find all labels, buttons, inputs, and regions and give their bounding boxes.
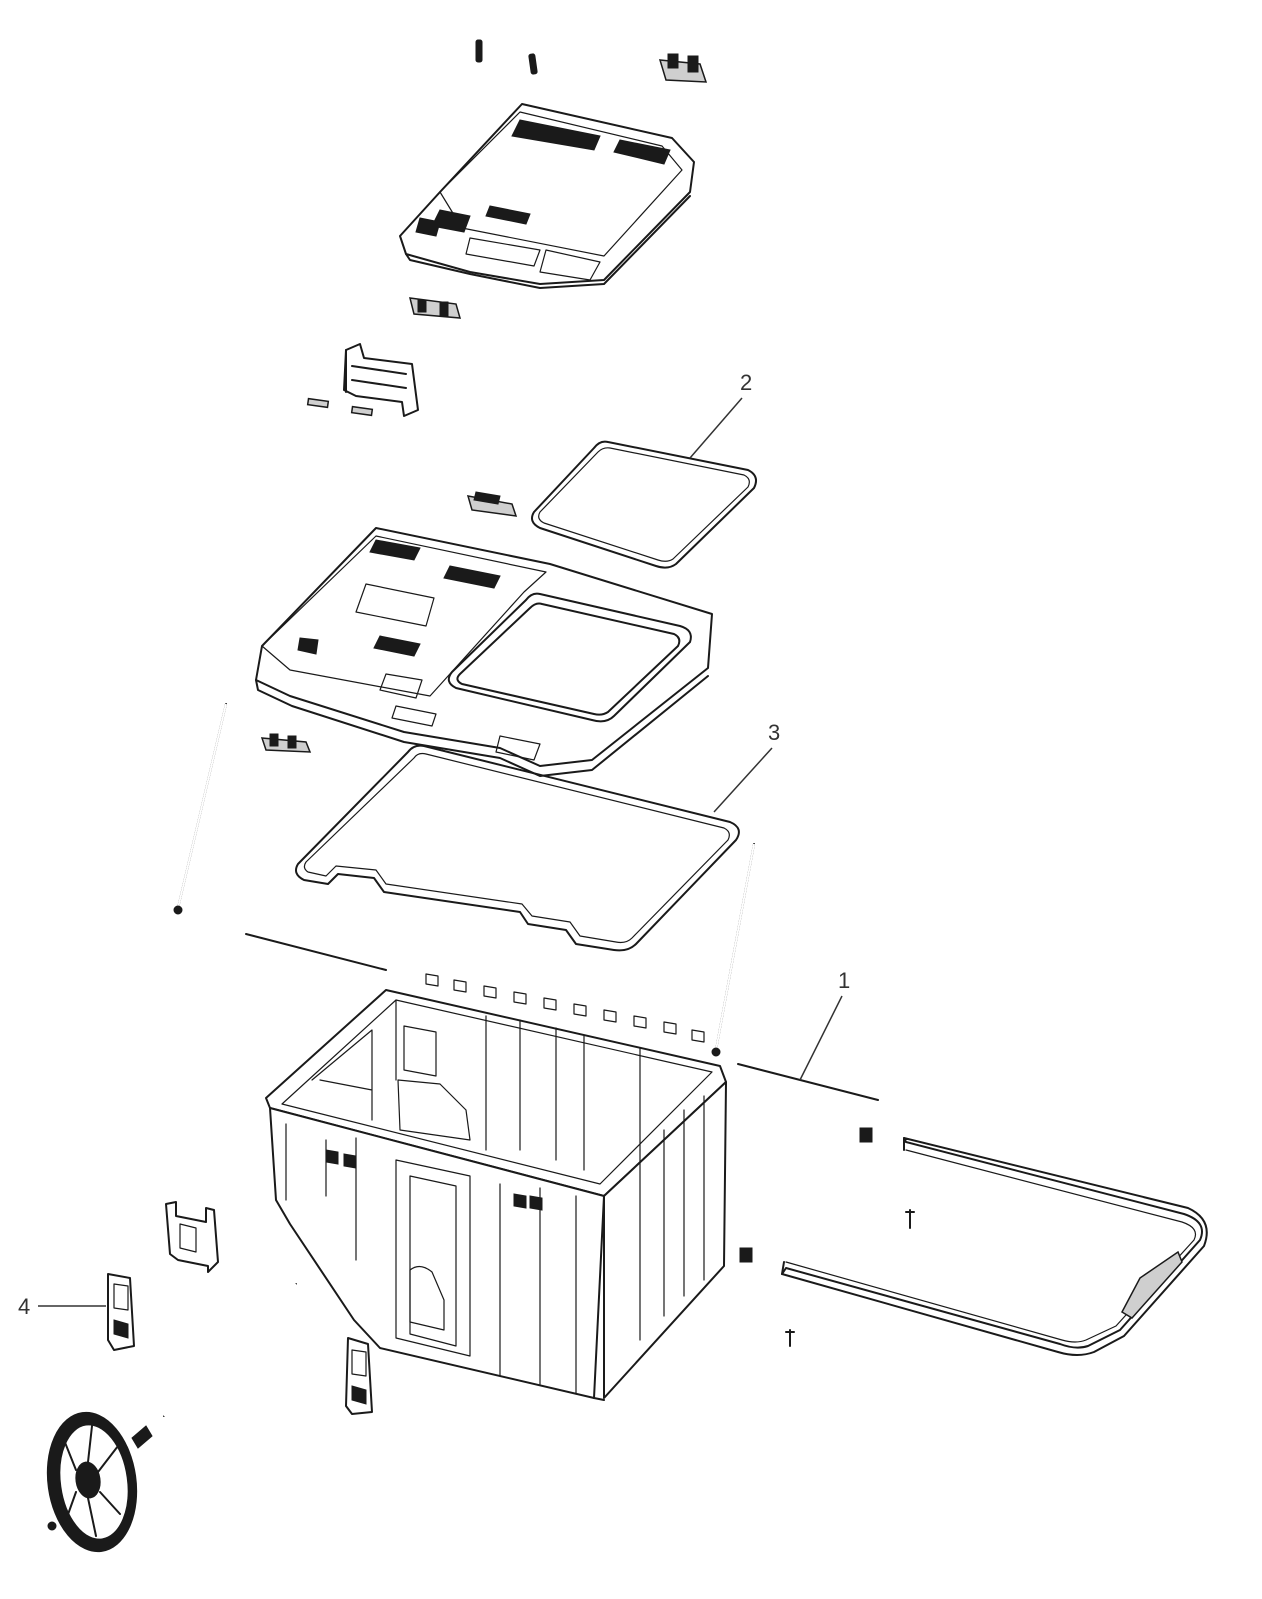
seal-gasket-2 — [531, 440, 757, 569]
small-latch-2 — [466, 491, 518, 517]
latch-part-4 — [107, 1273, 135, 1351]
top-pins — [475, 39, 538, 75]
small-latch-1 — [409, 297, 462, 319]
screw-1 — [905, 1209, 915, 1229]
callout-1-label: 1 — [838, 968, 850, 993]
callout-2-label: 2 — [740, 370, 752, 395]
wheel — [46, 1411, 138, 1553]
bottom-latch — [345, 1337, 373, 1415]
callout-4: 4 — [18, 1294, 106, 1319]
telescoping-handle — [781, 1137, 1208, 1356]
top-latch-part — [658, 53, 708, 83]
hinge-block — [306, 343, 419, 417]
screw-2 — [785, 1329, 795, 1347]
handle-bracket-top — [859, 1127, 873, 1143]
callout-2: 2 — [689, 370, 752, 459]
axle-spacer — [131, 1425, 153, 1449]
main-lid — [255, 527, 713, 777]
callout-4-label: 4 — [18, 1294, 30, 1319]
callout-1: 1 — [799, 968, 850, 1081]
upper-lid — [399, 103, 695, 289]
handle-bracket-bottom — [739, 1247, 753, 1263]
small-latch-3 — [260, 733, 312, 753]
axle — [162, 1282, 298, 1418]
callout-3: 3 — [713, 720, 780, 813]
left-rod — [173, 703, 227, 915]
long-pin-right — [737, 1063, 879, 1101]
seal-gasket-3 — [295, 744, 740, 952]
main-box — [265, 973, 727, 1401]
side-clip — [165, 1201, 219, 1273]
long-pin-left — [245, 933, 387, 971]
callout-3-label: 3 — [768, 720, 780, 745]
right-rod — [711, 843, 755, 1057]
